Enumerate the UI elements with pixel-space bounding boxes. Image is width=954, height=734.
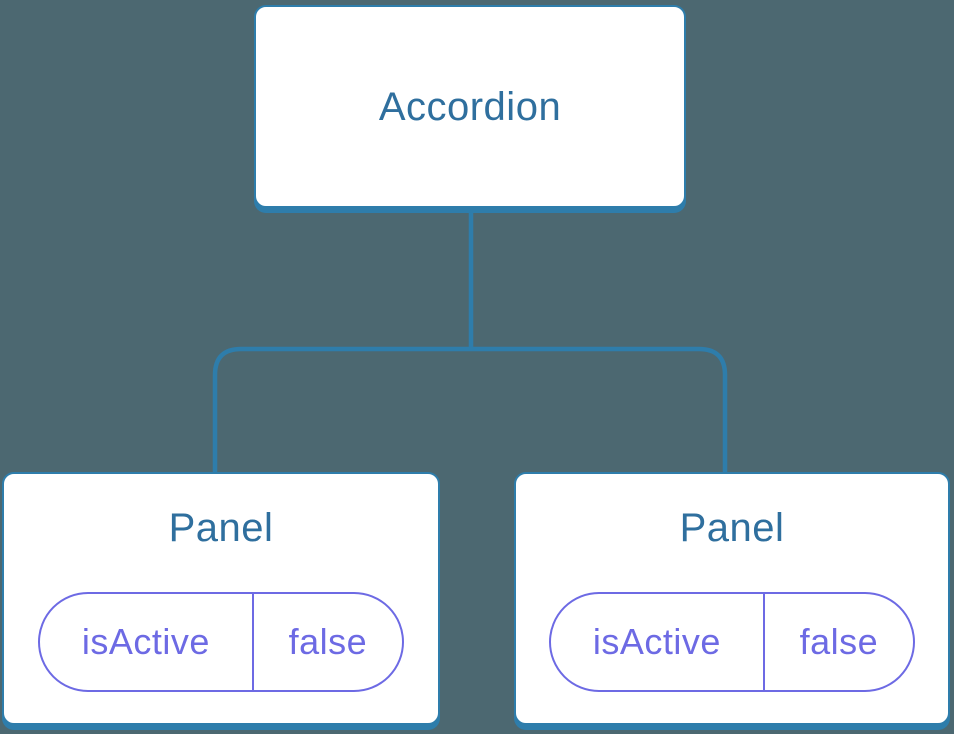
node-panel-1: Panel isActive false	[2, 472, 440, 725]
node-panel-1-label: Panel	[168, 506, 274, 550]
node-accordion: Accordion	[254, 5, 686, 208]
connector-branch-bracket	[212, 346, 728, 474]
state-value: false	[799, 621, 879, 662]
state-pill: isActive false	[38, 592, 404, 692]
node-accordion-label: Accordion	[378, 84, 562, 129]
node-panel-2-label: Panel	[679, 506, 785, 550]
state-value: false	[288, 621, 368, 662]
state-key: isActive	[40, 594, 254, 690]
state-pill: isActive false	[549, 592, 915, 692]
state-key: isActive	[551, 594, 765, 690]
node-panel-2: Panel isActive false	[514, 472, 950, 725]
